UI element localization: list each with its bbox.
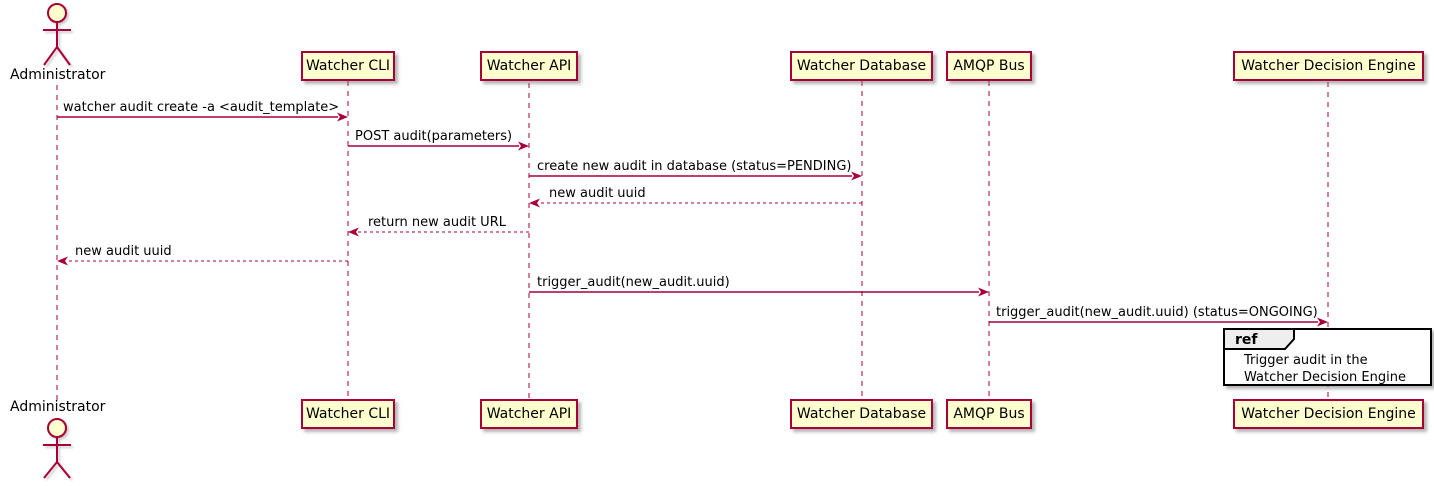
ref-text-line1: Trigger audit in the (1244, 353, 1368, 368)
participant-watcher-database-top: Watcher Database (790, 51, 933, 81)
actor-figure-bottom (43, 418, 71, 479)
message-label-6: new audit uuid (75, 244, 172, 259)
participant-amqp-bus-bottom: AMQP Bus (946, 399, 1032, 429)
message-arrow-1 (57, 112, 348, 122)
message-label-7: trigger_audit(new_audit.uuid) (537, 275, 730, 290)
message-arrow-6 (57, 256, 348, 266)
participant-watcher-api-bottom: Watcher API (480, 399, 578, 429)
participant-watcher-api-top: Watcher API (480, 51, 578, 81)
actor-figure-top (43, 3, 71, 66)
message-arrow-2 (348, 141, 529, 151)
ref-text-line2: Watcher Decision Engine (1244, 370, 1406, 385)
message-arrow-3 (529, 171, 862, 181)
ref-tag: ref (1235, 332, 1258, 348)
participant-amqp-bus-top: AMQP Bus (946, 51, 1032, 81)
ref-content: Trigger audit in the Watcher Decision En… (1244, 352, 1406, 386)
message-label-5: return new audit URL (368, 215, 506, 230)
message-arrow-7 (529, 287, 989, 297)
message-label-4: new audit uuid (549, 186, 646, 201)
message-label-2: POST audit(parameters) (355, 129, 513, 144)
participant-watcher-decision-engine-top: Watcher Decision Engine (1233, 51, 1424, 81)
message-label-8: trigger_audit(new_audit.uuid) (status=ON… (996, 305, 1318, 320)
message-label-1: watcher audit create -a <audit_template> (63, 100, 340, 115)
message-arrow-4 (529, 198, 862, 208)
message-arrow-5 (348, 227, 529, 237)
participant-watcher-database-bottom: Watcher Database (790, 399, 933, 429)
actor-label-top: Administrator (10, 67, 106, 83)
participant-watcher-cli-bottom: Watcher CLI (301, 399, 395, 429)
ref-fragment: ref Trigger audit in the Watcher Decisio… (1223, 328, 1432, 386)
message-arrow-8 (989, 317, 1328, 327)
message-label-3: create new audit in database (status=PEN… (537, 159, 852, 174)
participant-watcher-decision-engine-bottom: Watcher Decision Engine (1233, 399, 1424, 429)
participant-watcher-cli-top: Watcher CLI (301, 51, 395, 81)
ref-tab-shape (1223, 328, 1295, 350)
actor-label-bottom: Administrator (10, 399, 106, 415)
